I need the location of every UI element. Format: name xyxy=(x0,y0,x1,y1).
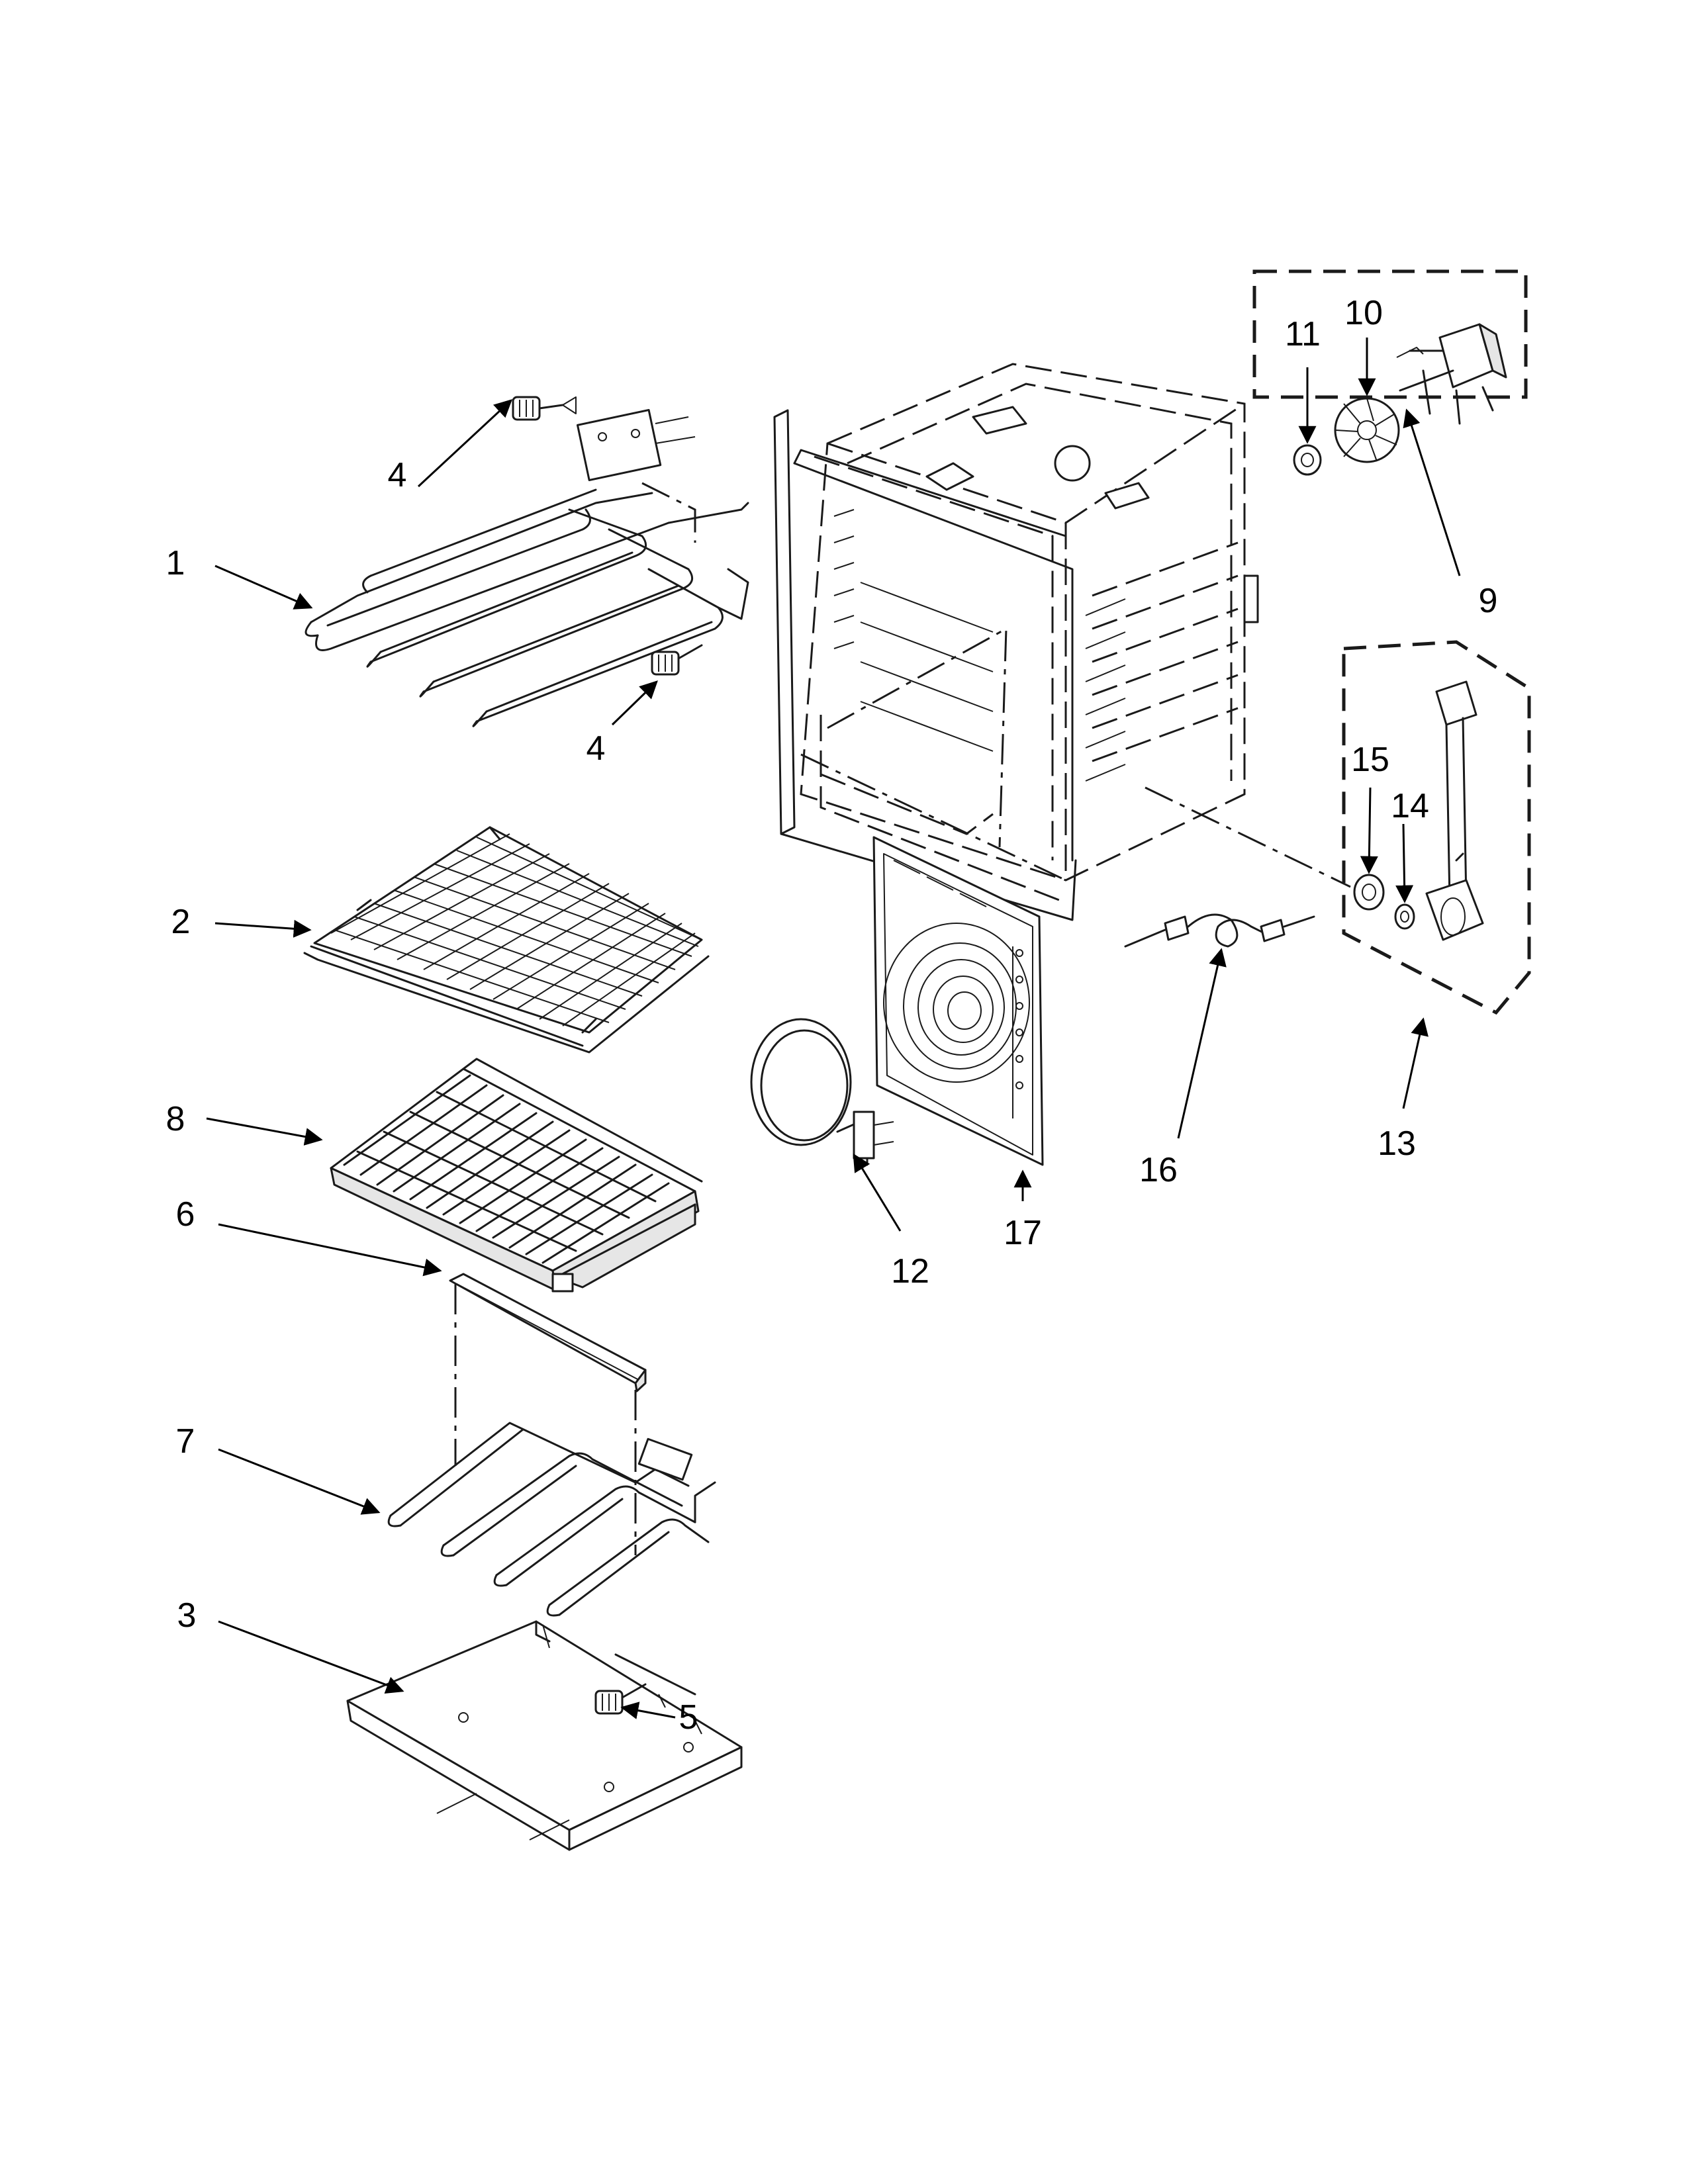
oven-rack-part-2 xyxy=(303,826,710,1054)
callout-6: 6 xyxy=(176,1195,195,1234)
callout-7: 7 xyxy=(176,1422,195,1461)
light-assembly-leader xyxy=(1145,786,1351,888)
callout-14: 14 xyxy=(1391,787,1429,825)
washer-part-14 xyxy=(1394,903,1415,930)
callout-labels: 1 2 3 4 4 5 6 7 8 9 10 11 12 13 14 15 16… xyxy=(166,294,1498,1737)
callout-2: 2 xyxy=(171,903,191,941)
broil-element-part-1 xyxy=(305,408,749,727)
callout-13: 13 xyxy=(1378,1124,1416,1163)
callout-5: 5 xyxy=(679,1698,698,1737)
fan-blade-part-10 xyxy=(1334,397,1400,463)
callout-9: 9 xyxy=(1479,582,1498,620)
probe-part-16 xyxy=(1124,913,1315,948)
group-box-part-13 xyxy=(1342,640,1531,1015)
convection-element-part-12 xyxy=(750,1018,894,1166)
group-box-part-9 xyxy=(1252,269,1528,399)
nut-part-11 xyxy=(1293,444,1322,476)
bottom-cover-part-3 xyxy=(346,1620,743,1851)
callout-12: 12 xyxy=(891,1252,929,1291)
callout-8: 8 xyxy=(166,1100,185,1138)
fan-motor xyxy=(1396,323,1507,425)
callout-3: 3 xyxy=(177,1596,197,1635)
oven-cavity xyxy=(773,363,1259,921)
convection-cover-part-17 xyxy=(872,836,1044,1166)
callout-4-upper: 4 xyxy=(388,456,407,494)
screw-part-4-lower xyxy=(651,644,703,676)
bake-element-part-7 xyxy=(387,1422,716,1617)
callout-10: 10 xyxy=(1344,294,1383,332)
screw-part-5 xyxy=(594,1683,647,1715)
nut-part-15 xyxy=(1353,874,1385,911)
callout-17: 17 xyxy=(1004,1214,1042,1252)
callout-4-lower: 4 xyxy=(586,729,606,768)
callout-15: 15 xyxy=(1351,741,1389,779)
baffle-part-6 xyxy=(449,1273,647,1555)
rollout-rack-part-8 xyxy=(330,1058,703,1293)
callout-11: 11 xyxy=(1285,315,1321,353)
callout-1: 1 xyxy=(166,544,185,582)
screw-part-4-upper xyxy=(512,396,577,421)
callout-16: 16 xyxy=(1139,1151,1178,1189)
leader-arrows xyxy=(206,338,1461,1719)
